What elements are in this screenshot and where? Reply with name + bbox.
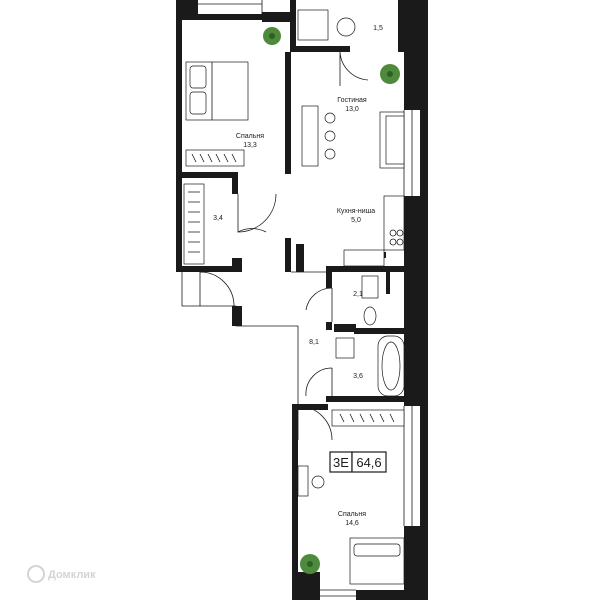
plant-icon: [263, 27, 400, 574]
living-name: Гостиная: [337, 97, 367, 104]
desk: [297, 465, 325, 497]
walls: [176, 0, 428, 600]
room-labels: Спальня 13,3 1,5 Гостиная 13,0 3,4 Кухня…: [213, 25, 383, 527]
area-badge: 3Е 64,6: [329, 451, 387, 473]
total-area: 64,6: [356, 455, 381, 470]
bedroom-top-area: 13,3: [243, 142, 257, 149]
sofa: [379, 111, 405, 169]
watermark: Домклик: [27, 565, 96, 583]
kitchen-name: Кухня-ниша: [337, 208, 375, 215]
apartment-type: 3Е: [333, 455, 349, 470]
closet-area: 3,4: [213, 215, 223, 222]
bedroom-top-name: Спальня: [236, 133, 264, 140]
bedroom-bottom-area: 14,6: [345, 520, 359, 527]
hall-area: 8,1: [309, 339, 319, 346]
wc-area: 2,1: [353, 291, 363, 298]
balcony-area: 1,5: [373, 25, 383, 32]
bedroom-bottom-name: Спальня: [338, 511, 366, 518]
dining-table: [301, 105, 336, 167]
doors: [199, 51, 369, 441]
bath-area: 3,6: [353, 373, 363, 380]
balcony-furniture: [297, 9, 356, 41]
bed-top: [185, 61, 249, 121]
living-area: 13,0: [345, 106, 359, 113]
watermark-text: Домклик: [48, 569, 96, 581]
bathroom-fixtures: [335, 275, 405, 397]
closet-shelves: [183, 183, 205, 265]
thin-lines: [181, 0, 413, 597]
wardrobe-bottom: [331, 409, 405, 427]
watermark-logo-icon: [27, 565, 45, 583]
kitchen-units: [343, 195, 405, 267]
kitchen-area: 5,0: [351, 217, 361, 224]
wardrobe-top: [185, 149, 245, 167]
bed-bottom: [349, 537, 405, 585]
